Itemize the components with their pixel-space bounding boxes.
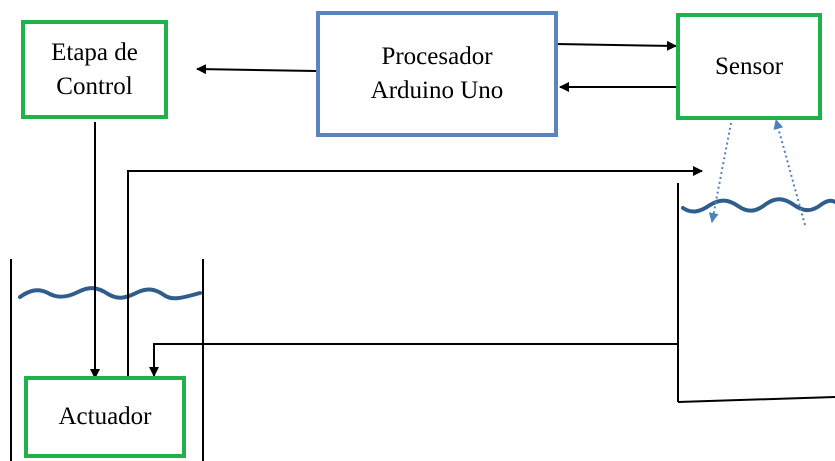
arrow-actuator-to-right-tank xyxy=(126,166,703,381)
signal-water-to-sensor xyxy=(773,119,806,226)
control-stage-box: Etapa de Control xyxy=(21,20,168,119)
arrow-right-tank-to-actuator xyxy=(149,343,678,377)
left-tank-water-surface xyxy=(18,286,202,301)
signal-sensor-to-water xyxy=(708,117,733,223)
actuator-label: Actuador xyxy=(58,403,152,430)
actuator-box: Actuador xyxy=(24,376,186,458)
right-tank-water-surface xyxy=(681,197,835,214)
processor-label: Procesador Arduino Uno xyxy=(370,43,504,104)
sensor-label: Sensor xyxy=(714,52,784,80)
right-tank-bottom xyxy=(677,396,835,403)
processor-box: Procesador Arduino Uno xyxy=(316,11,558,137)
control-stage-label: Etapa de Control xyxy=(51,38,138,100)
arrow-processor-to-sensor xyxy=(555,40,677,51)
sensor-box: Sensor xyxy=(676,13,822,120)
arrow-processor-to-control xyxy=(196,64,317,75)
